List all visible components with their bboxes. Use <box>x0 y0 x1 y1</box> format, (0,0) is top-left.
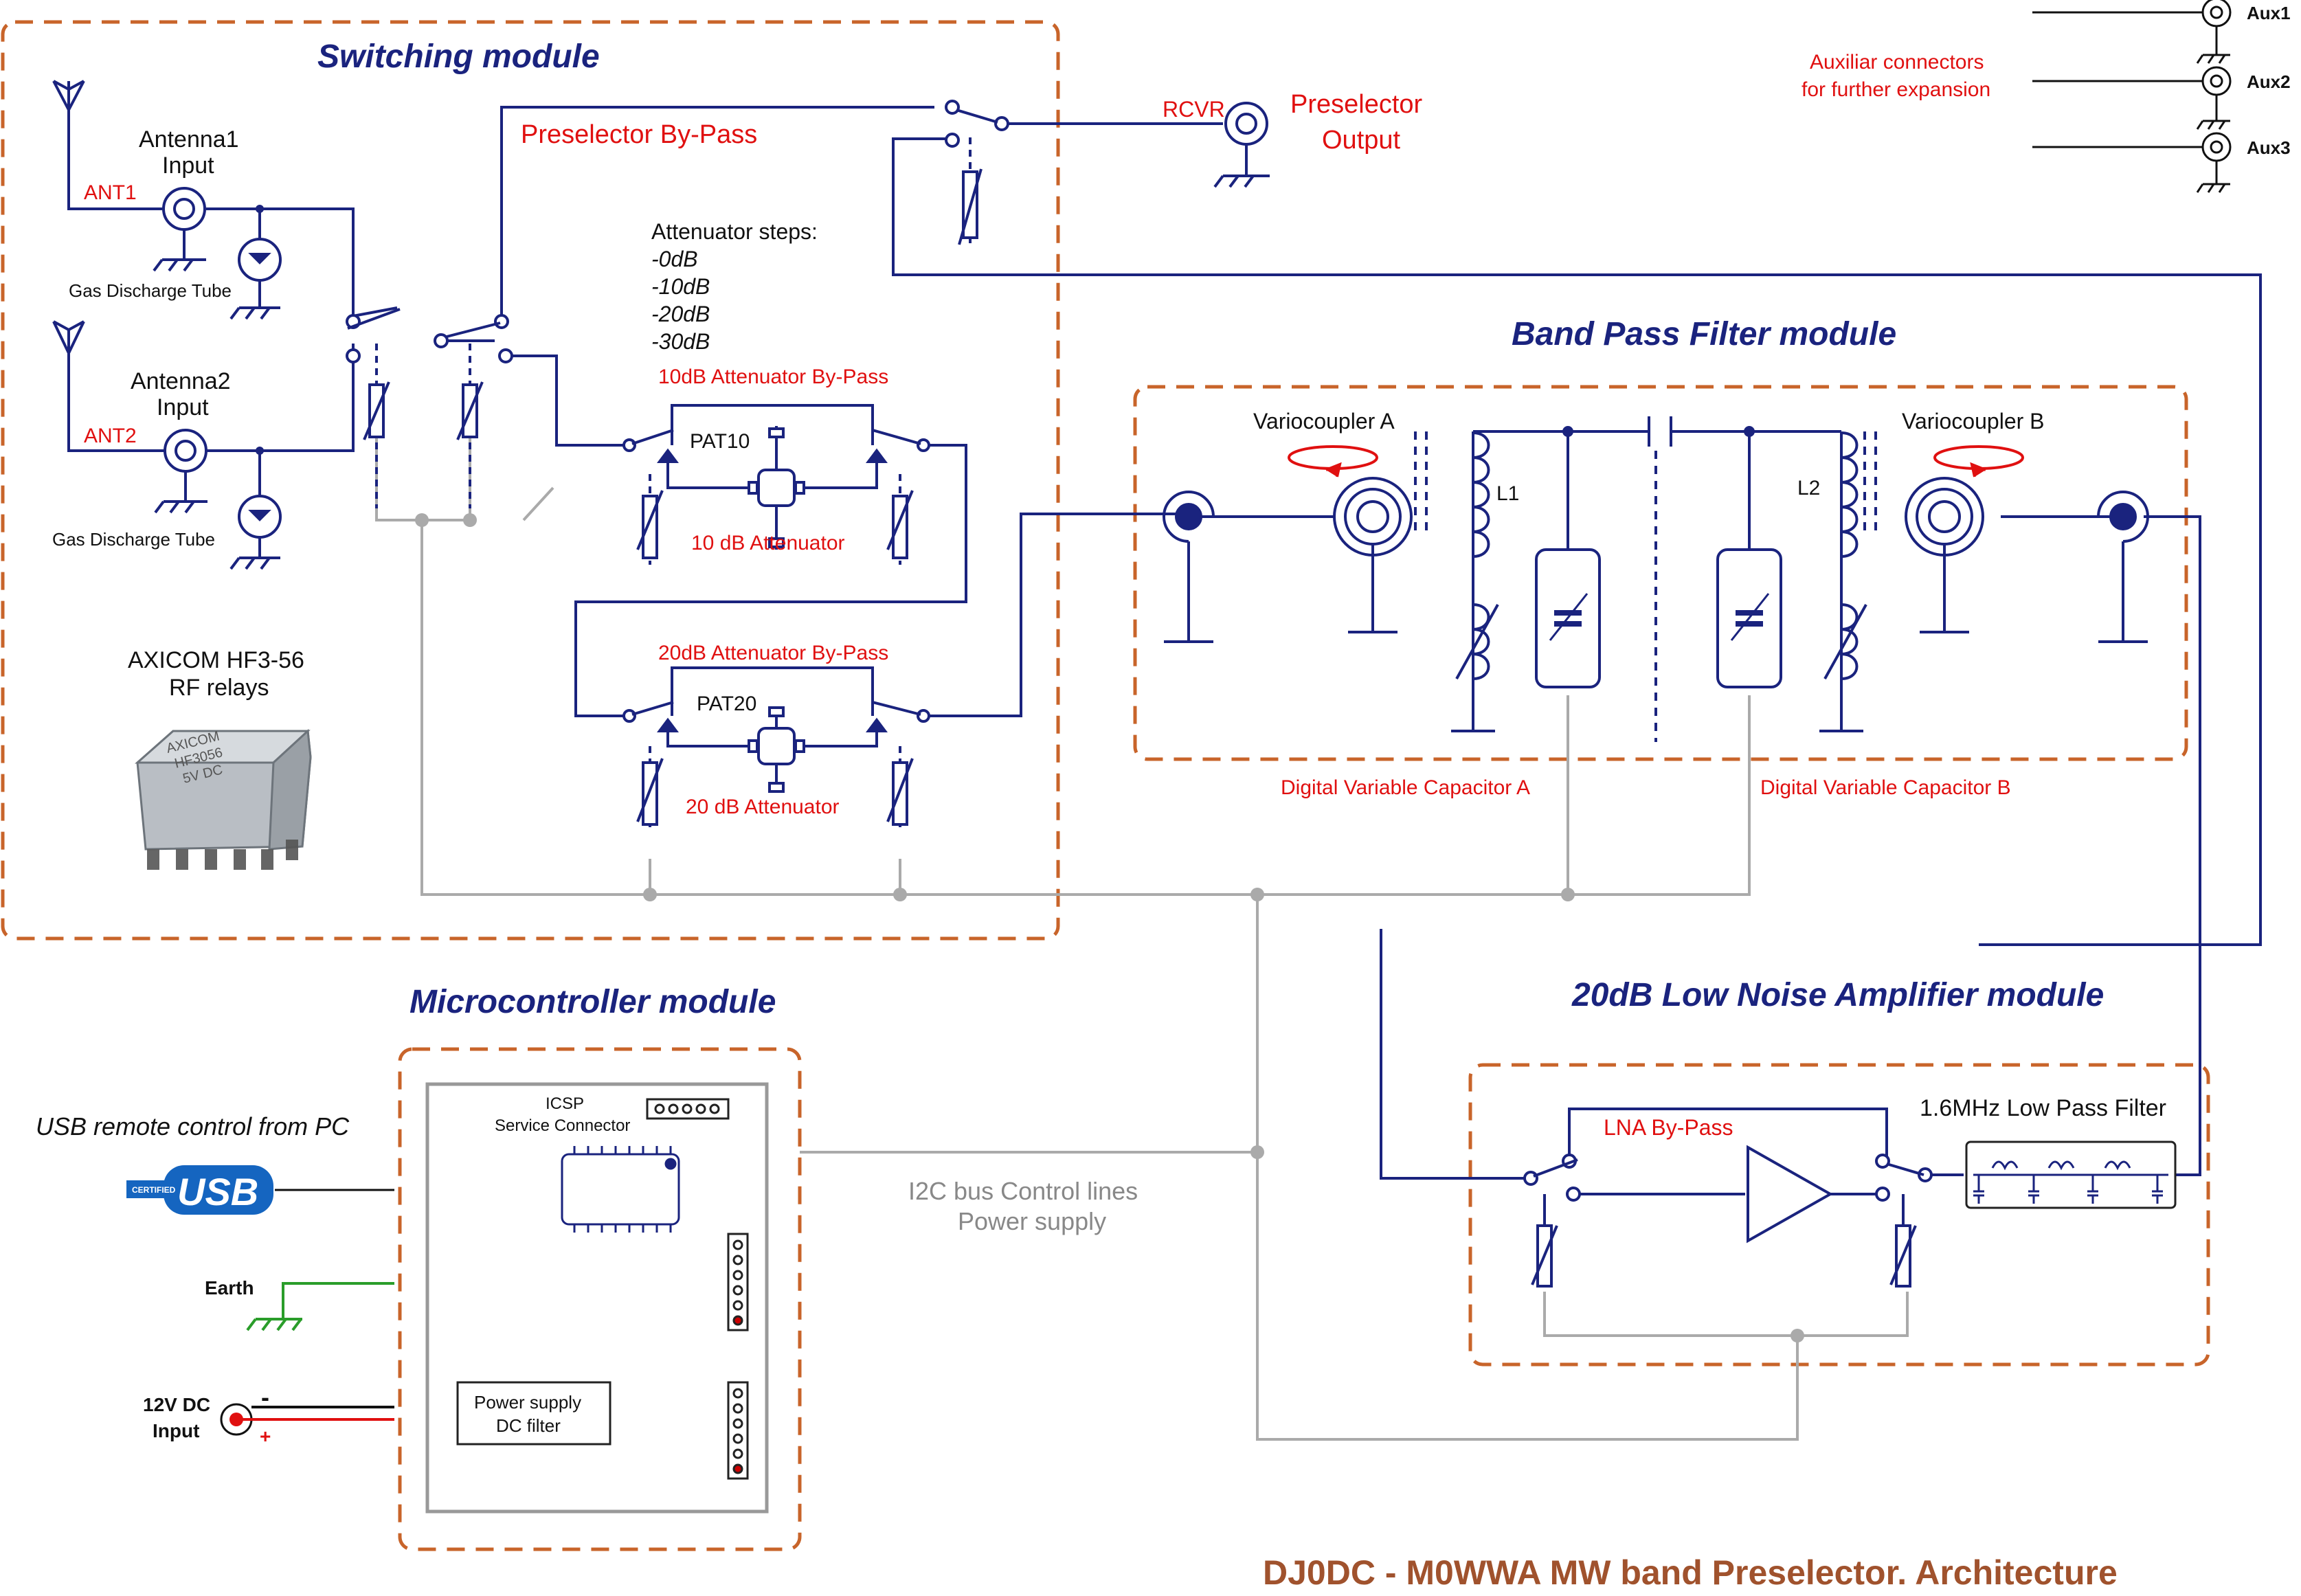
dvc-a-label: Digital Variable Capacitor A <box>1281 776 1530 799</box>
ant1-connector-icon <box>153 187 206 272</box>
pat20-label: PAT20 <box>697 693 756 715</box>
ant2-connector-icon <box>154 429 207 514</box>
aux3-label: Aux3 <box>2247 137 2291 158</box>
variocoupler-a-icon <box>1333 477 1413 633</box>
usb-logo-icon: CERTIFIED USB <box>126 1165 273 1215</box>
dvc-b-icon <box>1716 548 1782 688</box>
aux-note-line2: for further expansion <box>1801 78 1990 101</box>
lna-module-border <box>1468 1063 2210 1367</box>
l2-label: L2 <box>1797 477 1820 499</box>
aux1-label: Aux1 <box>2247 3 2291 23</box>
relay-label-line2: RF relays <box>169 675 269 701</box>
att-step-2: -20dB <box>651 302 710 326</box>
bpf-output-connector-icon <box>2097 491 2149 643</box>
att-steps-title: Attenuator steps: <box>651 219 818 244</box>
switching-module-title: Switching module <box>317 38 600 75</box>
gas-discharge-tube-1-icon <box>229 238 282 320</box>
dc-label-line2: Input <box>153 1420 199 1441</box>
bpf-module-title: Band Pass Filter module <box>1512 316 1896 352</box>
relay-photo: AXICOM HF3056 5V DC <box>135 728 312 870</box>
lna-module-title: 20dB Low Noise Amplifier module <box>1571 977 2104 1013</box>
bus-label-line2: Power supply <box>958 1207 1106 1235</box>
micro-module-title: Microcontroller module <box>409 984 776 1020</box>
pat10-attenuator-icon <box>622 427 930 565</box>
antenna1-label-line2: Input <box>162 153 214 179</box>
aux-connectors <box>2032 0 2232 193</box>
variocoupler-a-label: Variocoupler A <box>1253 409 1395 434</box>
page-title: DJ0DC - M0WWA MW band Preselector. Archi… <box>1263 1553 2118 1592</box>
dvc-b-label: Digital Variable Capacitor B <box>1760 776 2011 799</box>
earth-icon <box>246 1282 394 1331</box>
antenna-select-relay-icon <box>346 308 513 508</box>
lpf-block-icon <box>1965 1140 2177 1209</box>
icsp-connector-icon <box>646 1098 730 1120</box>
att-step-0: -0dB <box>651 247 698 271</box>
bpf-input-connector-icon <box>1163 491 1215 643</box>
microcontroller-chip-icon <box>561 1146 680 1233</box>
relay-label-line1: AXICOM HF3-56 <box>128 647 304 673</box>
antenna1-label-line1: Antenna1 <box>139 126 239 153</box>
bpf-module-border <box>1133 385 2188 761</box>
icsp-label-line1: ICSP <box>546 1094 584 1113</box>
variocoupler-arrows <box>1288 445 2024 477</box>
amplifier-icon <box>1747 1145 1834 1244</box>
ant2-label: ANT2 <box>84 425 137 447</box>
output-connector-icon <box>1213 102 1270 188</box>
rcvr-label: RCVR <box>1163 97 1225 122</box>
aux-note-line1: Auxiliar connectors <box>1810 51 1984 74</box>
earth-label: Earth <box>205 1277 254 1299</box>
dvc-a-icon <box>1535 548 1601 688</box>
att-step-3: -30dB <box>651 329 710 354</box>
att-step-1: -10dB <box>651 274 710 299</box>
lpf-label: 1.6MHz Low Pass Filter <box>1920 1095 2166 1121</box>
usb-logo-text: USB <box>177 1170 258 1213</box>
bus-label-line1: I2C bus Control lines <box>908 1177 1138 1205</box>
header-connector-2-icon <box>727 1381 749 1480</box>
att20-label: 20 dB Attenuator <box>686 796 840 818</box>
l1-label: L1 <box>1496 482 1519 505</box>
gdt2-label: Gas Discharge Tube <box>52 529 215 550</box>
psu-filter-box <box>456 1381 611 1446</box>
antenna1-icon <box>52 80 85 113</box>
att20-bypass-label: 20dB Attenuator By-Pass <box>658 642 888 664</box>
coupling-capacitor-icon <box>1648 416 1672 447</box>
l2-inductor-icon <box>1819 431 1867 732</box>
usb-certified-text: CERTIFIED <box>132 1185 176 1195</box>
ant1-label: ANT1 <box>84 181 137 204</box>
aux2-label: Aux2 <box>2247 71 2291 92</box>
antenna2-label-line2: Input <box>157 394 209 420</box>
att10-label: 10 dB Attenuator <box>691 532 845 554</box>
lna-input-relay-icon <box>1523 1154 1581 1288</box>
lna-bypass-label: LNA By-Pass <box>1604 1115 1733 1140</box>
psu-label-line2: DC filter <box>496 1415 561 1436</box>
lna-output-relay-icon <box>1875 1154 1933 1288</box>
dc-minus: - <box>261 1383 269 1411</box>
icsp-label-line2: Service Connector <box>495 1116 630 1135</box>
rf-signal-lines <box>67 89 2262 1227</box>
psu-label-line1: Power supply <box>474 1392 581 1413</box>
att10-bypass-label: 10dB Attenuator By-Pass <box>658 366 888 388</box>
usb-caption: USB remote control from PC <box>36 1112 350 1140</box>
dc-jack-icon <box>220 1403 394 1436</box>
header-connector-1-icon <box>727 1233 749 1331</box>
variocoupler-b-icon <box>1905 477 1984 633</box>
bypass-relay-icon <box>945 100 1009 247</box>
pat20-attenuator-icon <box>622 701 930 830</box>
output-label-line2: Output <box>1322 126 1401 155</box>
micro-module-border <box>398 1047 802 1551</box>
control-bus-lines <box>375 401 1909 1441</box>
antenna2-label-line1: Antenna2 <box>131 368 231 394</box>
l1-inductor-icon <box>1451 431 1499 732</box>
output-label-line1: Preselector <box>1290 90 1423 119</box>
antenna2-icon <box>52 320 85 357</box>
dc-label-line1: 12V DC <box>143 1394 210 1415</box>
bypass-label: Preselector By-Pass <box>521 120 757 149</box>
mcu-board <box>425 1082 769 1514</box>
variocoupler-b-label: Variocoupler B <box>1902 409 2045 434</box>
gdt1-label: Gas Discharge Tube <box>69 280 232 301</box>
gas-discharge-tube-2-icon <box>229 495 282 570</box>
dc-plus: + <box>260 1426 271 1447</box>
pat10-label: PAT10 <box>690 430 750 453</box>
